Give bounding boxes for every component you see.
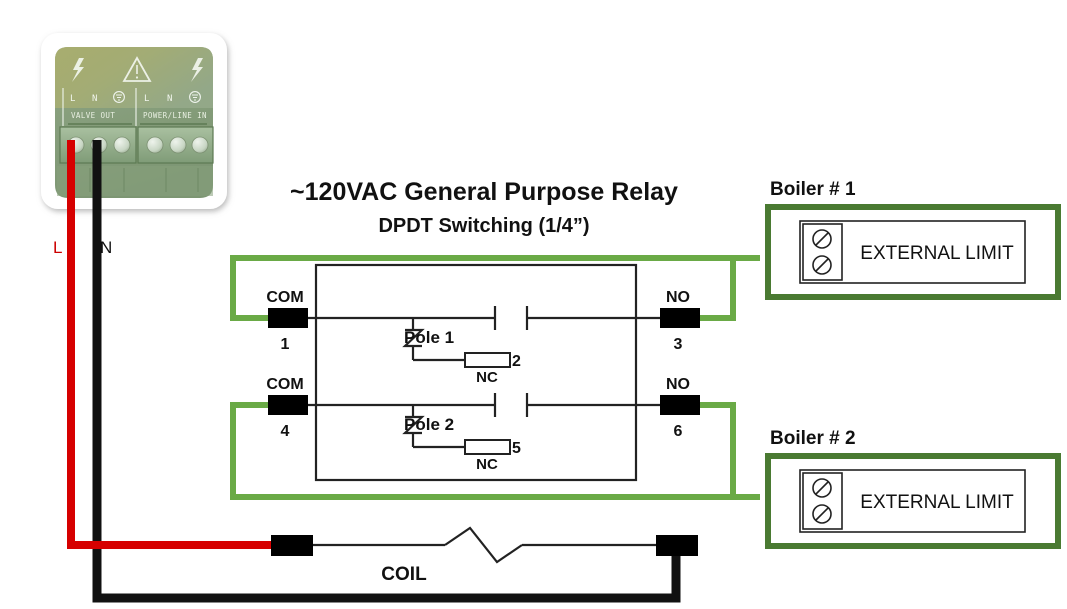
boiler-1-inner-frame <box>799 220 1026 284</box>
boiler-2-inner-frame <box>799 469 1026 533</box>
ground-icon <box>189 91 201 103</box>
pole2-no-label: NO <box>666 376 690 393</box>
warning-triangle-icon <box>122 56 152 82</box>
pole1-nc-contact <box>464 352 511 368</box>
screw-head <box>191 136 209 154</box>
valve-out-label: VALVE OUT <box>71 111 115 120</box>
pole-2-group: COM 4 Pole 2 5 NC NO 6 <box>266 376 700 473</box>
terminal-block-no-6 <box>660 395 700 415</box>
boiler-2-limit-label: EXTERNAL LIMIT <box>860 492 1014 513</box>
green-wire-com4-to-boiler2 <box>230 402 760 500</box>
pole2-nc-number: 5 <box>512 440 521 457</box>
pole1-com-label: COM <box>266 289 303 306</box>
device-lower-body <box>57 166 213 196</box>
boiler-2-title: Boiler # 2 <box>770 428 856 449</box>
line-wire <box>67 140 291 549</box>
boiler-1-screw-top <box>812 229 832 249</box>
pole1-no-number: 3 <box>674 336 683 353</box>
neutral-wire-label: N <box>100 238 112 257</box>
boiler-1-box <box>765 204 1061 300</box>
boiler-2-screw-bottom <box>812 504 832 524</box>
power-line-in-label: POWER/LINE IN <box>143 111 207 120</box>
pole2-com-number: 4 <box>281 423 290 440</box>
boiler-2-group: Boiler # 2 EXTERNAL LIMIT <box>765 428 1061 549</box>
valve-terminal-L: L <box>70 94 75 104</box>
terminal-block-coil-left <box>271 535 313 556</box>
pole1-com-number: 1 <box>281 336 290 353</box>
valve-terminal-N: N <box>92 94 97 104</box>
pole2-no-number: 6 <box>674 423 683 440</box>
green-wire-com1-to-boiler1 <box>230 255 760 321</box>
boiler-1-title: Boiler # 1 <box>770 179 856 200</box>
relay-schematic-box <box>314 263 638 482</box>
pole2-com-label: COM <box>266 376 303 393</box>
boiler-2-terminal-housing <box>802 472 843 530</box>
boiler-2-screw-top <box>812 478 832 498</box>
screw-head <box>169 136 187 154</box>
pole2-nc-contact <box>464 439 511 455</box>
pole-1-group: COM 1 Pole 1 2 NC NO 3 <box>266 289 700 386</box>
screw-head <box>146 136 164 154</box>
diagram-title-line1: ~120VAC General Purpose Relay <box>290 178 678 206</box>
pole1-nc-label: NC <box>476 369 498 386</box>
lightning-bolt-icon <box>191 58 203 82</box>
screw-head <box>113 136 131 154</box>
coil-group: COIL <box>271 526 698 585</box>
power-terminal-N: N <box>167 94 172 104</box>
terminal-block-com-1 <box>268 308 308 328</box>
green-wire-no3 <box>700 258 736 321</box>
neutral-wire <box>92 140 681 603</box>
device-top-panel <box>55 47 213 108</box>
pole1-nc-number: 2 <box>512 353 521 370</box>
boiler-2-box <box>765 453 1061 549</box>
lightning-bolt-icon <box>72 58 84 82</box>
relay-device-photo: L N VALVE OUT L N POWER/LINE IN <box>41 33 227 209</box>
terminal-block-coil-right <box>656 535 698 556</box>
coil-label: COIL <box>381 564 427 585</box>
terminal-block-com-4 <box>268 395 308 415</box>
boiler-1-screw-bottom <box>812 255 832 275</box>
pole1-no-label: NO <box>666 289 690 306</box>
ground-icon <box>113 91 125 103</box>
boiler-1-group: Boiler # 1 EXTERNAL LIMIT <box>765 179 1061 300</box>
boiler-1-terminal-housing <box>802 223 843 281</box>
pole2-nc-label: NC <box>476 456 498 473</box>
coil-zigzag-symbol <box>444 526 523 564</box>
line-wire-label: L <box>53 238 62 257</box>
pole1-name: Pole 1 <box>404 328 454 347</box>
diagram-title-line2: DPDT Switching (1/4”) <box>378 215 589 237</box>
power-terminal-L: L <box>144 94 149 104</box>
pole2-name: Pole 2 <box>404 415 454 434</box>
boiler-1-limit-label: EXTERNAL LIMIT <box>860 243 1014 264</box>
green-wire-no6 <box>700 402 736 497</box>
terminal-block-no-3 <box>660 308 700 328</box>
